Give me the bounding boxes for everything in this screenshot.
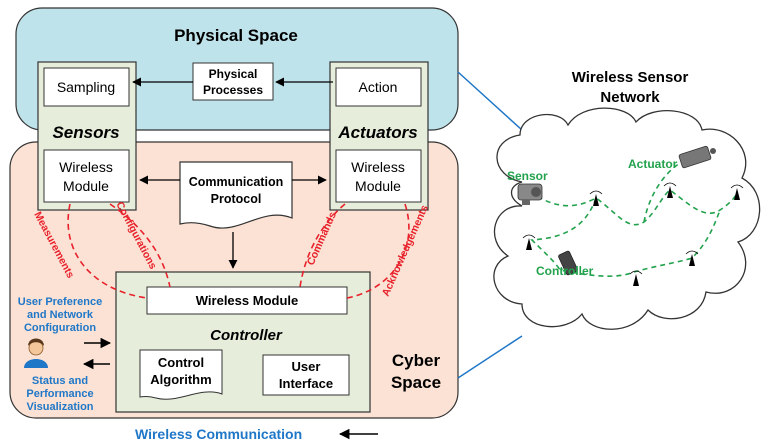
action-box	[335, 67, 422, 107]
user-pref-line3: Configuration	[24, 322, 96, 334]
relay-node-icon	[663, 182, 677, 198]
sensors-title: Sensors	[52, 123, 119, 142]
physical-processes-line2: Processes	[203, 83, 263, 97]
relay-node-icon	[730, 184, 744, 200]
wsn-title-line1: Wireless Sensor	[572, 69, 689, 86]
cyber-space-label-line1: Cyber	[392, 351, 441, 370]
user-avatar-icon	[24, 338, 48, 368]
relay-node-icon	[629, 270, 643, 286]
user-pref-line1: User Preference	[18, 296, 102, 308]
wsn-actuator-label: Actuator	[628, 157, 678, 171]
sensors-module-line1: Wireless	[59, 159, 113, 175]
relay-node-icon	[589, 190, 603, 206]
status-line3: Visualization	[26, 401, 93, 413]
wsn-controller-label: Controller	[536, 264, 594, 278]
physical-processes-line1: Physical	[209, 67, 258, 81]
relay-node-icon	[685, 250, 699, 266]
link-acknowledgements	[346, 203, 410, 299]
actuator-device-icon	[678, 145, 716, 169]
legend-wireless-communication: Wireless Communication	[135, 426, 302, 442]
controller-wireless-module	[146, 286, 348, 315]
link-configurations	[109, 203, 171, 288]
actuators-module-line1: Wireless	[351, 159, 405, 175]
control-algorithm-line1: Control	[158, 355, 204, 370]
relay-node-icon	[522, 234, 536, 250]
controller-device-icon	[558, 250, 578, 276]
controller-title: Controller	[210, 327, 283, 344]
user-interface-line2: Interface	[279, 376, 333, 391]
protocol-line1: Communication	[189, 175, 283, 189]
physical-space-title: Physical Space	[174, 26, 298, 45]
sampling-label: Sampling	[57, 79, 115, 95]
wsn-cloud	[493, 107, 761, 330]
status-line2: Performance	[26, 388, 93, 400]
user-interface-line1: User	[292, 359, 321, 374]
actuators-wireless-module	[335, 149, 422, 203]
connector-cyber-to-cloud	[457, 335, 523, 379]
sensor-device-icon	[517, 183, 543, 205]
physical-processes-box	[192, 62, 274, 101]
controller-wireless-module-label: Wireless Module	[196, 293, 298, 308]
user-interface-box	[262, 354, 350, 396]
wsn-sensor-label: Sensor	[507, 169, 548, 183]
sensors-module-line2: Module	[63, 178, 109, 194]
network-path-loop	[530, 197, 721, 277]
wsn-title-line2: Network	[600, 89, 660, 106]
cyber-space-label-line2: Space	[391, 373, 441, 392]
actuators-module-line2: Module	[355, 178, 401, 194]
actuators-title: Actuators	[337, 123, 417, 142]
link-measurements	[67, 203, 148, 299]
network-path-main	[529, 188, 738, 226]
user-pref-line2: and Network	[27, 309, 94, 321]
action-label: Action	[359, 79, 398, 95]
sensors-wireless-module	[43, 149, 130, 203]
control-algorithm-doc	[139, 349, 223, 400]
protocol-line2: Protocol	[211, 192, 262, 206]
control-algorithm-line2: Algorithm	[150, 372, 211, 387]
status-line1: Status and	[32, 375, 88, 387]
communication-protocol-doc	[179, 161, 293, 229]
sampling-box	[43, 67, 130, 107]
